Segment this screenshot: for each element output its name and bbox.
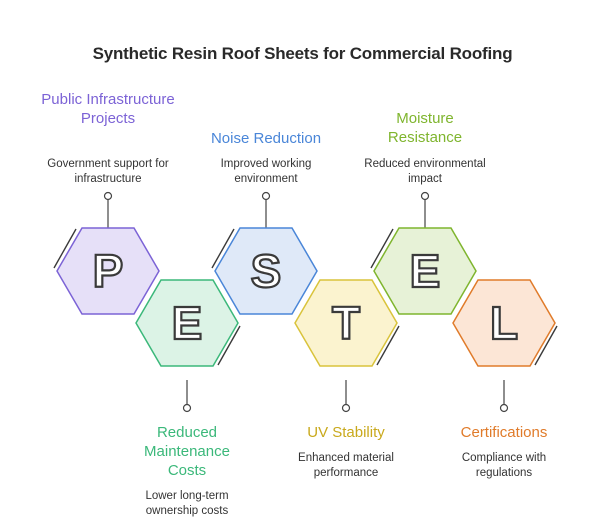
shadow-accents [53, 228, 558, 366]
letter-e1: E [172, 297, 203, 349]
hexagon-p: P [56, 227, 160, 315]
letter-t: T [332, 297, 360, 349]
hexagon-t: T [294, 279, 398, 367]
letter-e2: E [410, 245, 441, 297]
heading-e1: Reduced Maintenance Costs [144, 424, 230, 479]
shadow-s [211, 228, 235, 269]
hexagon-e2: E [373, 227, 477, 315]
desc-p: Government support for infrastructure [47, 158, 169, 185]
shadow-p [53, 228, 77, 269]
shadow-l [534, 325, 558, 366]
connector-dot-l [499, 403, 509, 413]
heading-s: Noise Reduction [210, 130, 322, 147]
desc-e1: Lower long-term ownership costs [145, 490, 229, 517]
connector-dot-t [341, 403, 351, 413]
heading-t: UV Stability [307, 424, 385, 441]
hexagon-s: S [214, 227, 318, 315]
connector-dot-s [261, 191, 271, 201]
heading-p: Public Infrastructure Projects [41, 91, 175, 127]
desc-s: Improved working environment [220, 158, 312, 185]
desc-e2: Reduced environmental impact [364, 158, 486, 185]
hexagon-l: L [452, 279, 556, 367]
desc-t: Enhanced material performance [298, 452, 394, 479]
hexagon-e1: E [135, 279, 239, 367]
connector-dot-e1 [182, 403, 192, 413]
letter-p: P [93, 245, 124, 297]
heading-l: Certifications [460, 424, 548, 441]
shadow-t [376, 325, 400, 366]
shadow-e1 [217, 325, 241, 366]
letter-l: L [490, 297, 518, 349]
shadow-e2 [370, 228, 394, 269]
desc-l: Compliance with regulations [461, 452, 547, 479]
page-title: Synthetic Resin Roof Sheets for Commerci… [92, 44, 513, 63]
letter-s: S [251, 245, 282, 297]
heading-e2: Moisture Resistance [387, 110, 463, 146]
connector-dot-e2 [420, 191, 430, 201]
connectors [103, 191, 509, 413]
connector-dot-p [103, 191, 113, 201]
